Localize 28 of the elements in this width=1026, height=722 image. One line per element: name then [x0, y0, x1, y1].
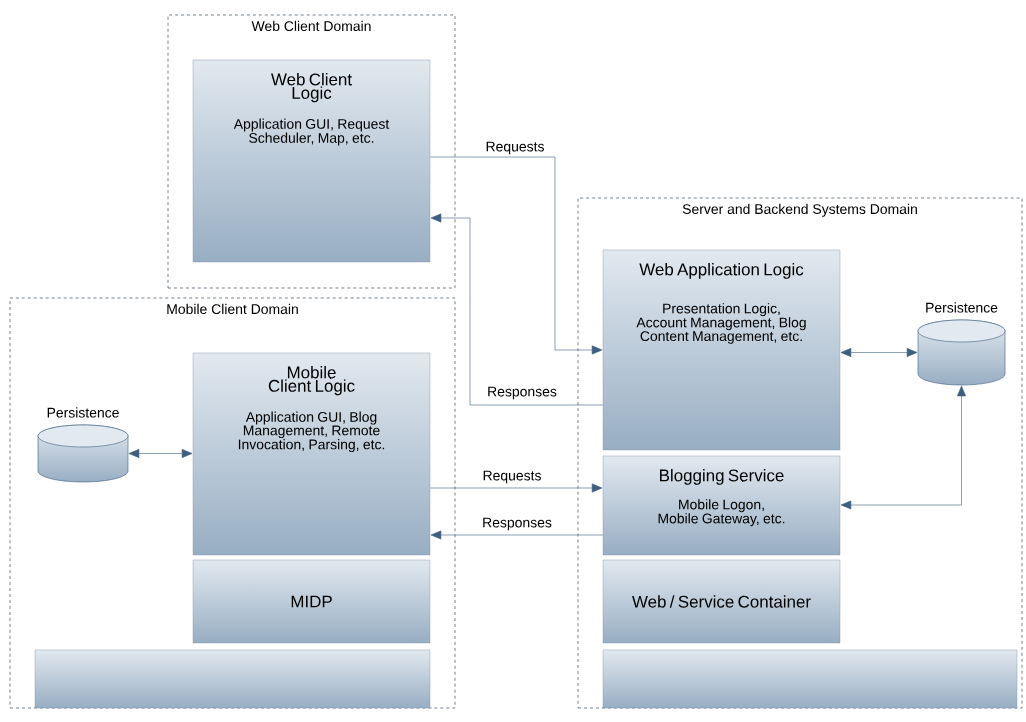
domain-title: Mobile Client Domain — [167, 303, 298, 315]
box-title: Mobile Client Logic — [268, 366, 355, 396]
domain-title: Web Client Domain — [251, 20, 371, 32]
cylinder-label: Persistence — [47, 407, 119, 418]
edge-label: Responses — [481, 516, 553, 532]
box-title: Web Application Logic — [639, 263, 804, 279]
box-title: Web Client Logic — [271, 73, 352, 103]
box-description: Presentation Logic, Account Management, Blog Content Management, etc. — [636, 303, 806, 344]
box-description: Application GUI, Blog Management, Remote Invocation, Parsing, etc. — [238, 411, 385, 453]
box-description: Mobile Logon, Mobile Gateway, etc. — [658, 499, 785, 527]
box-title: Web / Service Container — [632, 595, 811, 608]
arrow — [430, 213, 604, 406]
arrow — [840, 385, 966, 510]
domain-title: Server and Backend Systems Domain — [682, 203, 917, 217]
box-title: MIDP — [291, 595, 332, 608]
arrow — [430, 530, 604, 540]
box-title: Blogging Service — [660, 469, 784, 485]
layer-box — [34, 649, 431, 709]
layer-box — [602, 649, 1018, 709]
box-description: Application GUI, Request Scheduler, Map, etc. — [233, 118, 390, 146]
edge-label: Requests — [484, 140, 546, 156]
edge-label: Responses — [486, 385, 558, 401]
arrow — [429, 483, 603, 493]
edge-label: Requests — [481, 469, 543, 485]
arrow — [128, 449, 193, 458]
arrow — [840, 348, 918, 357]
arrow — [429, 156, 603, 355]
cylinder-label: Persistence — [926, 302, 998, 313]
